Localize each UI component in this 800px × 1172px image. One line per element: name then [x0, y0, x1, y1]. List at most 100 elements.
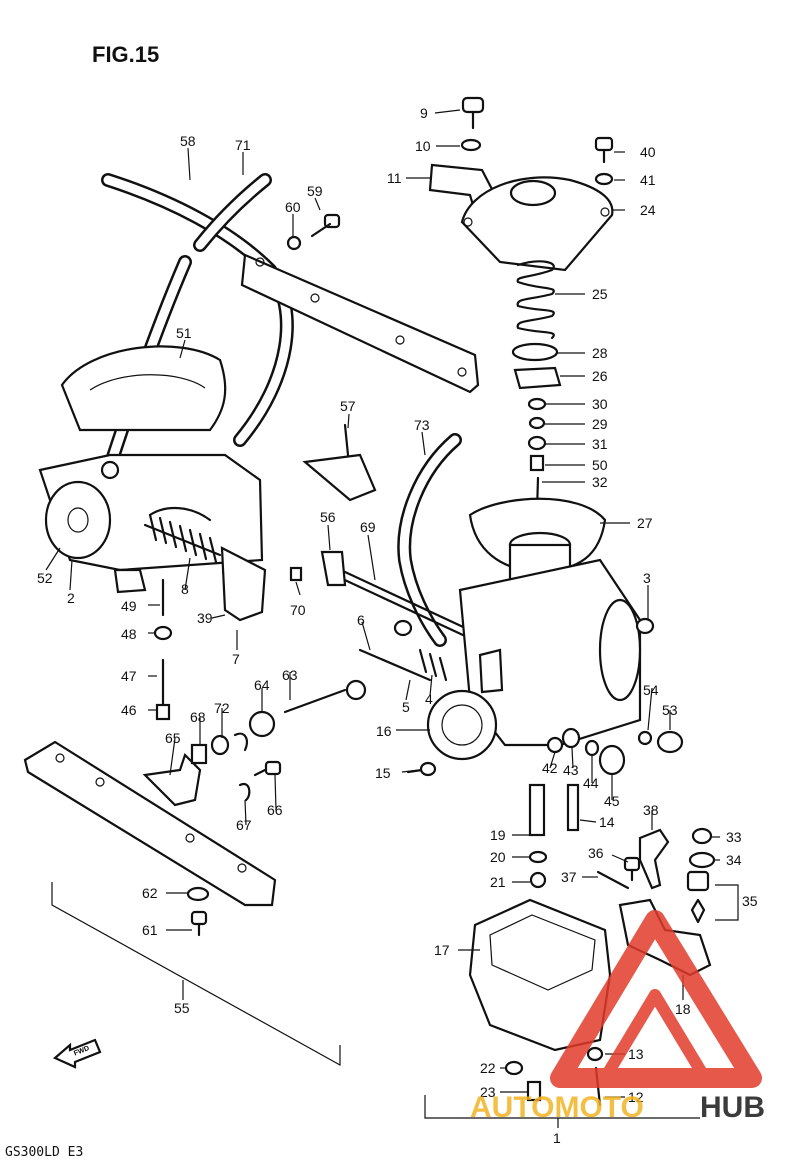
lower-mount-plate [23, 740, 277, 907]
callout-7: 7 [232, 651, 240, 667]
callout-67: 67 [236, 817, 252, 833]
needle-jet-14 [566, 783, 580, 832]
callout-68: 68 [190, 709, 206, 725]
callout-30: 30 [592, 396, 608, 412]
callout-5: 5 [402, 699, 410, 715]
callout-9: 9 [420, 105, 428, 121]
callout-35: 35 [742, 893, 758, 909]
callout-70: 70 [290, 602, 306, 618]
screw-61 [190, 910, 208, 937]
clip-30 [527, 397, 547, 411]
callout-19: 19 [490, 827, 506, 843]
callout-8: 8 [181, 581, 189, 597]
washer-31 [527, 435, 547, 451]
screw-59 [310, 213, 341, 238]
screw-36 [623, 856, 641, 882]
upper-mount-plate [240, 253, 480, 394]
callout-43: 43 [563, 762, 579, 778]
callout-49: 49 [121, 598, 137, 614]
callout-17: 17 [434, 942, 450, 958]
retainer-26 [513, 366, 562, 390]
seat-28 [511, 342, 559, 362]
callout-72: 72 [214, 700, 230, 716]
callout-10: 10 [415, 138, 431, 154]
callout-16: 16 [376, 723, 392, 739]
callout-12: 12 [628, 1089, 644, 1105]
callout-66: 66 [267, 802, 283, 818]
callout-45: 45 [604, 793, 620, 809]
callout-59: 59 [307, 183, 323, 199]
callout-47: 47 [121, 668, 137, 684]
fwd-arrow-icon: FWD [52, 1038, 102, 1069]
callout-51: 51 [176, 325, 192, 341]
callout-40: 40 [640, 144, 656, 160]
float-chamber-17 [468, 898, 612, 1052]
jet-21 [529, 871, 547, 889]
nut-13 [586, 1046, 604, 1062]
o-ring-54 [637, 730, 653, 746]
callout-69: 69 [360, 519, 376, 535]
o-ring-42 [546, 736, 564, 754]
bracket-55-line [51, 882, 341, 1067]
callout-21: 21 [490, 874, 506, 890]
callout-34: 34 [726, 852, 742, 868]
callout-11: 11 [387, 170, 402, 186]
bracket-1-line [424, 1095, 700, 1119]
screw-66 [253, 760, 282, 777]
callout-73: 73 [414, 417, 430, 433]
washer-20 [528, 850, 548, 864]
callout-39: 39 [197, 610, 213, 626]
washer-29 [528, 416, 546, 430]
callout-27: 27 [637, 515, 653, 531]
valve-35 [686, 870, 710, 924]
hose-73 [397, 433, 462, 647]
screw-37 [596, 870, 630, 890]
callout-63: 63 [282, 667, 298, 683]
callout-15: 15 [375, 765, 391, 781]
callout-1: 1 [553, 1130, 561, 1146]
callout-42: 42 [542, 760, 558, 776]
washer-43 [561, 727, 581, 749]
washer-72 [210, 734, 230, 756]
left-carburetor-body [38, 345, 264, 594]
washer-62 [186, 886, 210, 902]
callout-6: 6 [357, 612, 365, 628]
callout-31: 31 [592, 436, 608, 452]
callout-18: 18 [675, 1001, 691, 1017]
callout-44: 44 [583, 775, 599, 791]
callout-numbers: 9 10 11 40 41 24 58 71 59 60 25 28 26 30… [37, 105, 758, 1146]
callout-64: 64 [254, 677, 270, 693]
model-footer: GS300LD E3 [5, 1145, 83, 1160]
screw-23 [526, 1080, 542, 1102]
spring-25 [516, 260, 555, 340]
callout-20: 20 [490, 849, 506, 865]
washer-22 [504, 1060, 524, 1076]
callout-leaders [45, 109, 739, 1098]
figure-title: FIG.15 [92, 42, 159, 67]
callout-62: 62 [142, 885, 158, 901]
callout-4: 4 [425, 691, 433, 707]
callout-28: 28 [592, 345, 608, 361]
washer-64 [248, 710, 276, 738]
callout-65: 65 [165, 730, 181, 746]
callout-36: 36 [588, 845, 604, 861]
watermark-text: AUTOMOTO [470, 1091, 644, 1124]
jet-19 [528, 783, 546, 837]
callout-53: 53 [662, 702, 678, 718]
spring-8 [143, 513, 222, 564]
callout-57: 57 [340, 398, 356, 414]
callout-60: 60 [285, 199, 301, 215]
callout-3: 3 [643, 570, 651, 586]
washer-60 [286, 235, 302, 251]
callout-23: 23 [480, 1084, 496, 1100]
callout-48: 48 [121, 626, 137, 642]
screw-40 [594, 136, 614, 164]
callout-61: 61 [142, 922, 158, 938]
callout-25: 25 [592, 286, 608, 302]
callout-37: 37 [561, 869, 577, 885]
callout-26: 26 [592, 368, 608, 384]
bracket-7-39 [220, 546, 267, 622]
automotohub-watermark: AUTOMOTO HUB [470, 910, 765, 1124]
callout-24: 24 [640, 202, 656, 218]
